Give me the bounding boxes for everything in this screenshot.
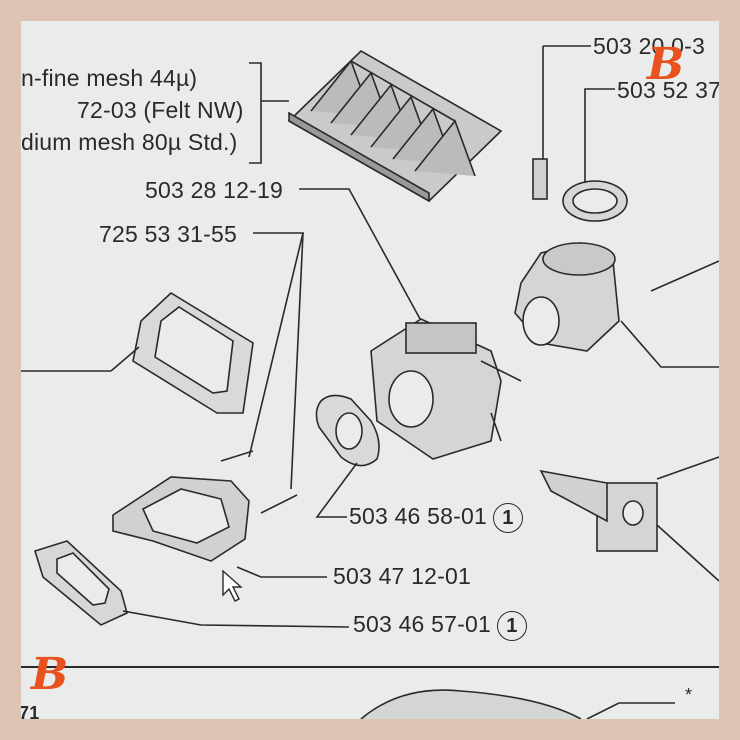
air-filter-drawing <box>287 50 503 203</box>
part-label-503-28-12-19: 503 28 12-19 <box>145 177 283 203</box>
part-number: 503 46 57-01 <box>353 611 491 638</box>
watermark-logo-bottom: B <box>31 649 69 700</box>
felt-label: 72-03 (Felt NW) <box>77 97 244 123</box>
flat-gasket-drawing <box>34 540 128 626</box>
carburetor-drawing <box>370 318 522 460</box>
part-label-top-right-1: 503 20 0-3 <box>593 33 705 59</box>
diagram-photo: n-fine mesh 44µ) 72-03 (Felt NW) dium me… <box>21 21 719 719</box>
bottom-left-fragment: 71 <box>21 703 40 719</box>
mesh-medium-label: dium mesh 80µ Std.) <box>21 129 238 155</box>
quantity-badge: 1 <box>492 503 523 533</box>
watermark-logo-top: B <box>647 39 685 90</box>
bottom-part-drawing <box>360 689 582 719</box>
manifold-drawing <box>112 450 298 562</box>
leader-503-46-57-01 <box>122 610 350 628</box>
part-label-top-right-2: 503 52 37 <box>617 77 719 103</box>
throttle-part-drawing <box>539 456 719 582</box>
quantity-badge: 1 <box>496 611 527 641</box>
gasket-top-drawing <box>21 292 254 414</box>
leader-503-47-12-01 <box>236 566 327 578</box>
mesh-bracket <box>249 62 262 164</box>
cursor-icon <box>222 569 243 602</box>
part-label-725-53-31-55: 725 53 31-55 <box>99 221 237 247</box>
mesh-fine-label: n-fine mesh 44µ) <box>21 65 198 91</box>
leader-503-46-58-01 <box>315 462 358 518</box>
asterisk-label: * <box>685 685 693 705</box>
intake-elbow-drawing <box>514 45 719 368</box>
part-label-503-47-12-01: 503 47 12-01 <box>333 563 471 589</box>
parts-drawing <box>21 45 719 719</box>
part-number: 503 46 58-01 <box>349 503 487 530</box>
leader-725-53-31-55 <box>248 232 305 458</box>
small-gasket-drawing <box>315 394 380 467</box>
leader-503-28-12-19 <box>299 188 432 340</box>
